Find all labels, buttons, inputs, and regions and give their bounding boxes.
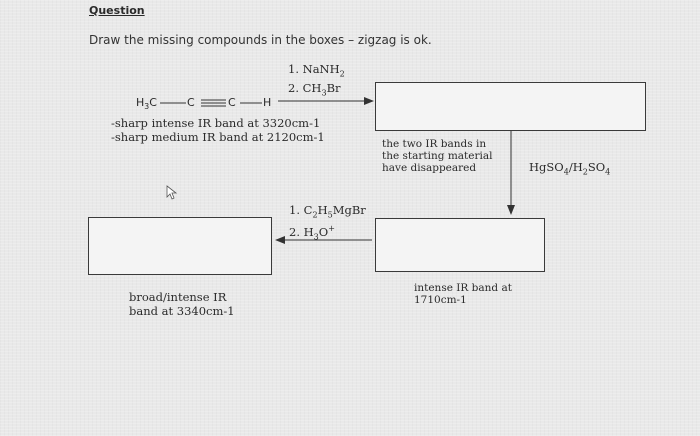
reagent-1-line-2: 2. CH3Br xyxy=(288,81,341,98)
mouse-cursor-icon xyxy=(166,185,178,200)
reagent-3-line-1: 1. C2H5MgBr xyxy=(289,203,366,220)
alcohol-note-line-2: band at 3340cm-1 xyxy=(129,304,235,318)
ketone-ir-note: intense IR band at 1710cm-1 xyxy=(414,282,512,306)
answer-box-3[interactable] xyxy=(88,217,272,275)
question-heading: Question xyxy=(89,4,145,17)
step2-note-line-2: the starting material xyxy=(382,150,493,162)
answer-box-1[interactable] xyxy=(375,82,646,131)
alcohol-ir-note: broad/intense IR band at 3340cm-1 xyxy=(129,290,235,318)
reagent-nanh2: 1. NaNH2 2. CH3Br xyxy=(288,62,345,101)
terminal-hydrogen: H xyxy=(263,96,272,109)
ketone-note-line-1: intense IR band at xyxy=(414,282,512,294)
reagent-3-line-2: 2. H3O+ xyxy=(289,224,335,242)
reagent-grignard: 1. C2H5MgBr 2. H3O+ xyxy=(289,203,366,244)
step2-ir-note: the two IR bands in the starting materia… xyxy=(382,138,492,174)
ketone-note-line-2: 1710cm-1 xyxy=(414,294,467,306)
ir-note-1: -sharp intense IR band at 3320cm-1 xyxy=(111,116,321,130)
instruction-text: Draw the missing compounds in the boxes … xyxy=(89,33,432,47)
alkyne-carbon-2: C xyxy=(228,96,236,109)
answer-box-2[interactable] xyxy=(375,218,545,272)
starting-alkyne-structure: H3C xyxy=(136,96,157,111)
methyl-group-label: H3C xyxy=(136,96,157,112)
step2-note-line-1: the two IR bands in xyxy=(382,138,487,150)
alkyne-carbon-1: C xyxy=(187,96,195,109)
alcohol-note-line-1: broad/intense IR xyxy=(129,290,227,304)
reagent-hgso4: HgSO4/H2SO4 xyxy=(529,160,611,177)
reagent-1-line-1: 1. NaNH2 xyxy=(288,62,345,79)
step2-note-line-3: have disappeared xyxy=(382,162,477,174)
ir-note-2: -sharp medium IR band at 2120cm-1 xyxy=(111,130,325,144)
starting-ir-notes: -sharp intense IR band at 3320cm-1 -shar… xyxy=(111,116,325,144)
